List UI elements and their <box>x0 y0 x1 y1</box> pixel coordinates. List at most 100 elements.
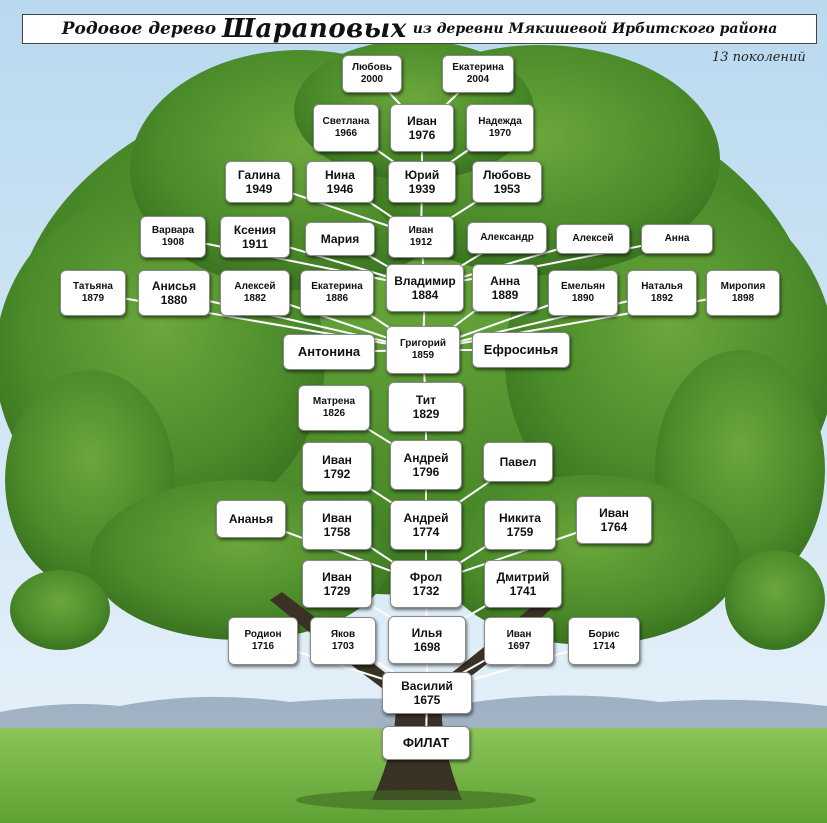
person-year: 1758 <box>323 525 351 539</box>
person-name: Анисья <box>151 278 197 293</box>
title-part-3: из деревни Мякишевой Ирбитского района <box>412 21 778 37</box>
person-year: 1976 <box>408 128 436 142</box>
person-name: Алексей <box>234 281 276 292</box>
person-name: Иван <box>322 569 352 584</box>
person-year: 1912 <box>409 237 433 248</box>
person-year: 1953 <box>493 182 521 196</box>
person-name: Алексей <box>572 233 614 244</box>
person-year: 1826 <box>322 408 346 419</box>
person-name: Иван <box>322 452 352 467</box>
person-name: Фрол <box>409 569 443 584</box>
person-node-aleksandr: Александр <box>467 222 547 254</box>
person-name: Дмитрий <box>496 569 550 584</box>
person-year: 1741 <box>509 584 537 598</box>
connector-vladimir-1884-anna <box>424 238 678 289</box>
person-year: 1698 <box>413 640 441 654</box>
generations-caption: 13 поколений <box>712 50 806 65</box>
person-node-anna: Анна <box>641 224 713 254</box>
person-name: Владимир <box>394 273 456 288</box>
person-year: 1890 <box>571 293 595 304</box>
person-year: 1970 <box>488 128 512 139</box>
person-year: 1879 <box>81 293 105 304</box>
person-name: Анна <box>664 233 690 244</box>
person-year: 1880 <box>160 293 188 307</box>
person-year: 1764 <box>600 520 628 534</box>
person-year: 1697 <box>507 641 531 652</box>
person-year: 1792 <box>323 467 351 481</box>
person-name: Екатерина <box>452 62 504 73</box>
person-name: Нина <box>325 167 355 182</box>
person-name: Илья <box>411 625 443 640</box>
person-year: 1889 <box>491 288 519 302</box>
person-name: Емельян <box>560 281 605 292</box>
title-banner: Родовое дерево Шараповых из деревни Мяки… <box>22 14 817 44</box>
person-name: Антонина <box>297 344 361 360</box>
connector-grigoriy-1859-anisya-1880 <box>173 292 424 351</box>
person-year: 1908 <box>161 237 185 248</box>
title-part-1: Родовое дерево <box>61 19 217 39</box>
person-name: Ананья <box>228 511 274 526</box>
person-year: 1911 <box>241 237 269 251</box>
person-node-mariya: Мария <box>305 222 375 256</box>
person-year: 1732 <box>412 584 440 598</box>
person-name: Василий <box>401 678 453 693</box>
person-year: 1774 <box>412 525 440 539</box>
person-year: 1886 <box>325 293 349 304</box>
person-node-pavel: Павел <box>483 442 553 482</box>
person-name: Варвара <box>151 225 195 236</box>
person-year: 1729 <box>323 584 351 598</box>
person-name: Тит <box>415 392 437 407</box>
person-year: 1898 <box>731 293 755 304</box>
person-name: Иван <box>322 510 352 525</box>
person-year: 1882 <box>243 293 267 304</box>
person-year: 2004 <box>466 74 490 85</box>
person-name: Григорий <box>399 338 447 349</box>
person-name: Ефросинья <box>483 342 559 358</box>
person-name: Иван <box>599 505 629 520</box>
person-year: 1966 <box>334 128 358 139</box>
person-name: Анна <box>490 273 520 288</box>
person-node-filat: ФИЛАТ <box>382 726 470 760</box>
person-name: Екатерина <box>311 281 363 292</box>
person-node-antonina: Антонина <box>283 334 375 370</box>
person-name: Борис <box>588 629 620 640</box>
person-year: 2000 <box>360 74 384 85</box>
person-year: 1796 <box>412 465 440 479</box>
person-name: Татьяна <box>73 281 113 292</box>
person-year: 1884 <box>411 288 439 302</box>
person-name: Иван <box>506 629 532 640</box>
person-name: Наталья <box>641 281 683 292</box>
person-name: Родион <box>244 629 282 640</box>
person-name: Светлана <box>322 116 370 127</box>
person-year: 1829 <box>412 407 440 421</box>
person-name: Надежда <box>478 116 522 127</box>
